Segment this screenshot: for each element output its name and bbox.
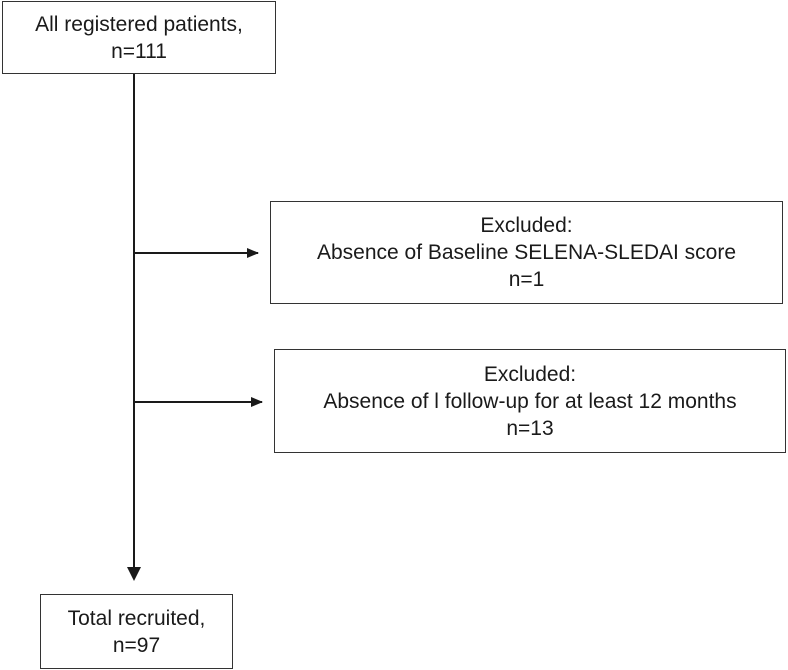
total-recruited-label: Total recruited, xyxy=(67,606,206,630)
exclusion-1-reason: Absence of Baseline SELENA-SLEDAI score xyxy=(316,241,737,264)
total-recruited-count: n=97 xyxy=(112,633,161,657)
exclusion-1-box: Excluded: Absence of Baseline SELENA-SLE… xyxy=(270,201,783,304)
registered-patients-count: n=111 xyxy=(111,39,167,63)
main-flow-arrowhead xyxy=(127,567,141,581)
exclusion-1-count: n=1 xyxy=(508,268,545,291)
exclusion-2-count: n=13 xyxy=(506,416,554,440)
exclusion-2-reason: Absence of l follow-up for at least 12 m… xyxy=(323,389,737,413)
exclusion-1-heading: Excluded: xyxy=(480,214,573,237)
total-recruited-box: Total recruited, n=97 xyxy=(40,594,233,669)
registered-patients-label: All registered patients, xyxy=(35,12,243,36)
exclusion-2-heading: Excluded: xyxy=(483,362,577,386)
exclusion-2-box: Excluded: Absence of l follow-up for at … xyxy=(274,349,786,453)
registered-patients-box: All registered patients, n=111 xyxy=(2,1,276,74)
